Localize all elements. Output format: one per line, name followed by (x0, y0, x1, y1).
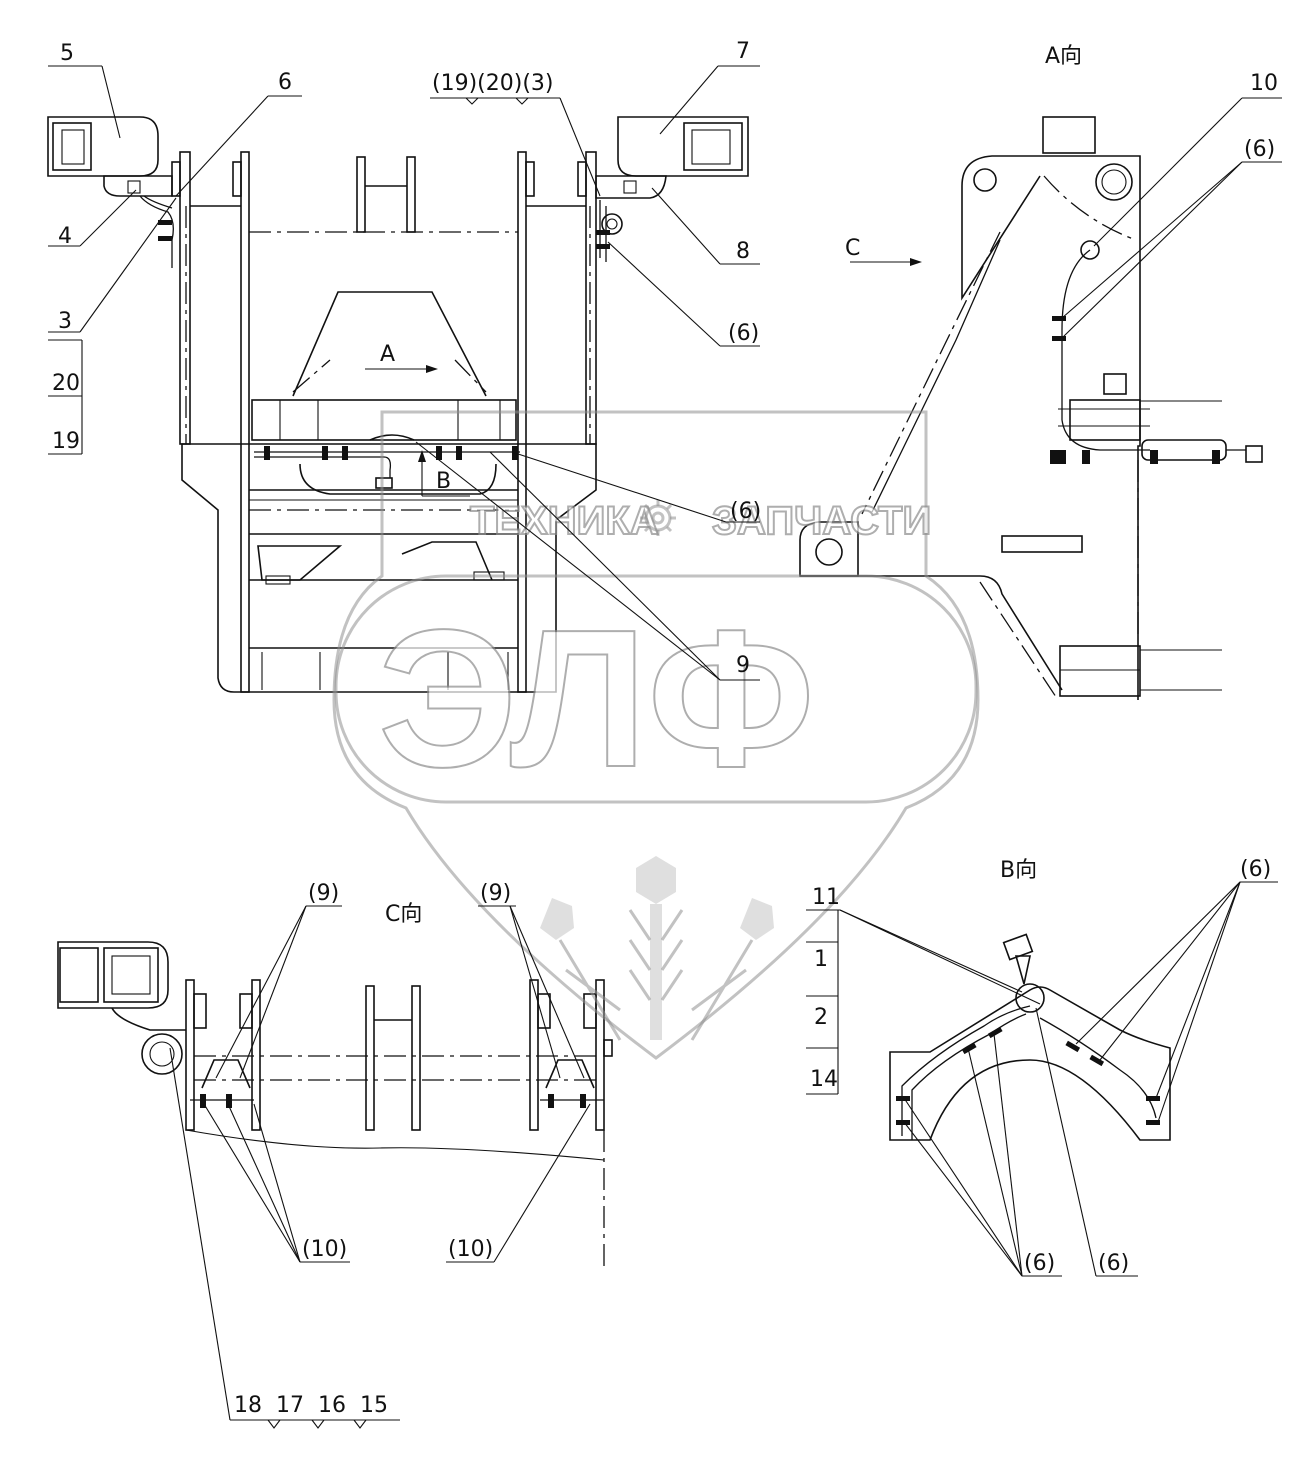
callout-1: 1 (814, 947, 828, 972)
callout-20: 20 (52, 371, 80, 396)
callout-6f: (6) (1024, 1251, 1055, 1276)
frame-side-plates (171, 151, 597, 693)
view-arrow-c-label: C (845, 236, 860, 261)
callout-6: 6 (278, 70, 292, 95)
callout-10: 10 (1250, 71, 1278, 96)
callout-19-20-3: (19)(20)(3) (432, 71, 553, 96)
center-upper-bracket (249, 156, 518, 233)
right-mount-bracket (595, 116, 749, 235)
leader-lines (48, 65, 1282, 1429)
view-a: A向 (799, 44, 1263, 701)
main-view: A B (47, 116, 749, 693)
callout-3: 3 (58, 309, 72, 334)
callout-10b: (10) (302, 1237, 347, 1262)
callout-6d: (6) (1244, 137, 1275, 162)
hose-fitting (375, 477, 393, 489)
callout-14: 14 (810, 1067, 838, 1092)
callout-6g: (6) (1098, 1251, 1129, 1276)
view-b: B向 (889, 858, 1171, 1141)
callout-2: 2 (814, 1005, 828, 1030)
watermark-left-word: ТЕХНИКА (470, 499, 659, 543)
tank-outline (292, 291, 487, 397)
view-b-title: B向 (1000, 858, 1037, 883)
callout-18-17-16-15: 18 17 16 15 (234, 1393, 388, 1418)
watermark-logo: ТЕХНИКА ЗАПЧАСТИ ЭЛФ (332, 410, 980, 1060)
callout-6e: (6) (1240, 857, 1271, 882)
callout-6c: (6) (730, 499, 761, 524)
callout-8: 8 (736, 239, 750, 264)
callout-9c: (9) (480, 881, 511, 906)
callout-6b: (6) (728, 321, 759, 346)
view-c: C向 (57, 902, 613, 1272)
callout-10c: (10) (448, 1237, 493, 1262)
left-mount-bracket (47, 116, 173, 197)
callout-19: 19 (52, 429, 80, 454)
hose-clamps-main (264, 446, 518, 460)
callout-7: 7 (736, 39, 750, 64)
view-arrow-a-label: A (380, 342, 395, 367)
view-arrow-c: C (845, 236, 922, 266)
callout-9b: (9) (308, 881, 339, 906)
view-c-title: C向 (385, 902, 422, 927)
watermark-wheat-icon (540, 856, 774, 1041)
watermark-logo-text: ЭЛФ (378, 589, 815, 808)
view-arrow-b-label: B (436, 469, 451, 494)
callout-5: 5 (60, 41, 74, 66)
callout-9: 9 (736, 653, 750, 678)
view-arrow-a: A (365, 342, 438, 373)
gear-icon (640, 500, 676, 536)
view-arrow-b: B (418, 450, 470, 497)
watermark-right-word: ЗАПЧАСТИ (712, 499, 931, 543)
callout-labels: 5 6 (19)(20)(3) 7 4 8 3 (6) 20 19 (6) 9 … (52, 39, 1278, 1418)
view-a-title: A向 (1045, 44, 1082, 69)
callout-4: 4 (58, 224, 72, 249)
callout-11: 11 (812, 885, 840, 910)
